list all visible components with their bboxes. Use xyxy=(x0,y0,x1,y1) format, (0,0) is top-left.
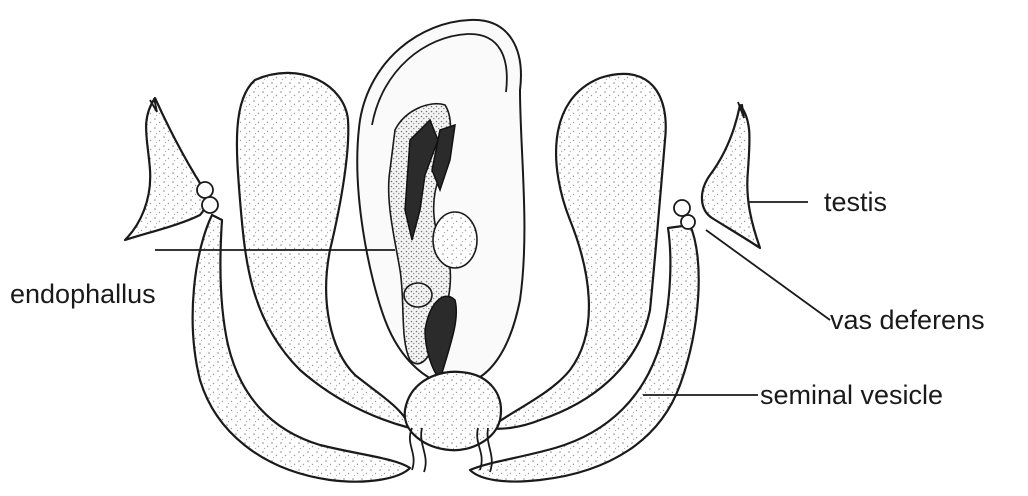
testis-right xyxy=(674,102,760,248)
leader-vas-deferens xyxy=(706,230,830,320)
label-testis: testis xyxy=(824,187,887,217)
label-seminal-vesicle: seminal vesicle xyxy=(760,380,943,410)
label-vas-deferens: vas deferens xyxy=(830,305,985,335)
label-endophallus: endophallus xyxy=(10,279,156,309)
testis-left xyxy=(125,98,218,240)
central-base xyxy=(405,372,501,450)
